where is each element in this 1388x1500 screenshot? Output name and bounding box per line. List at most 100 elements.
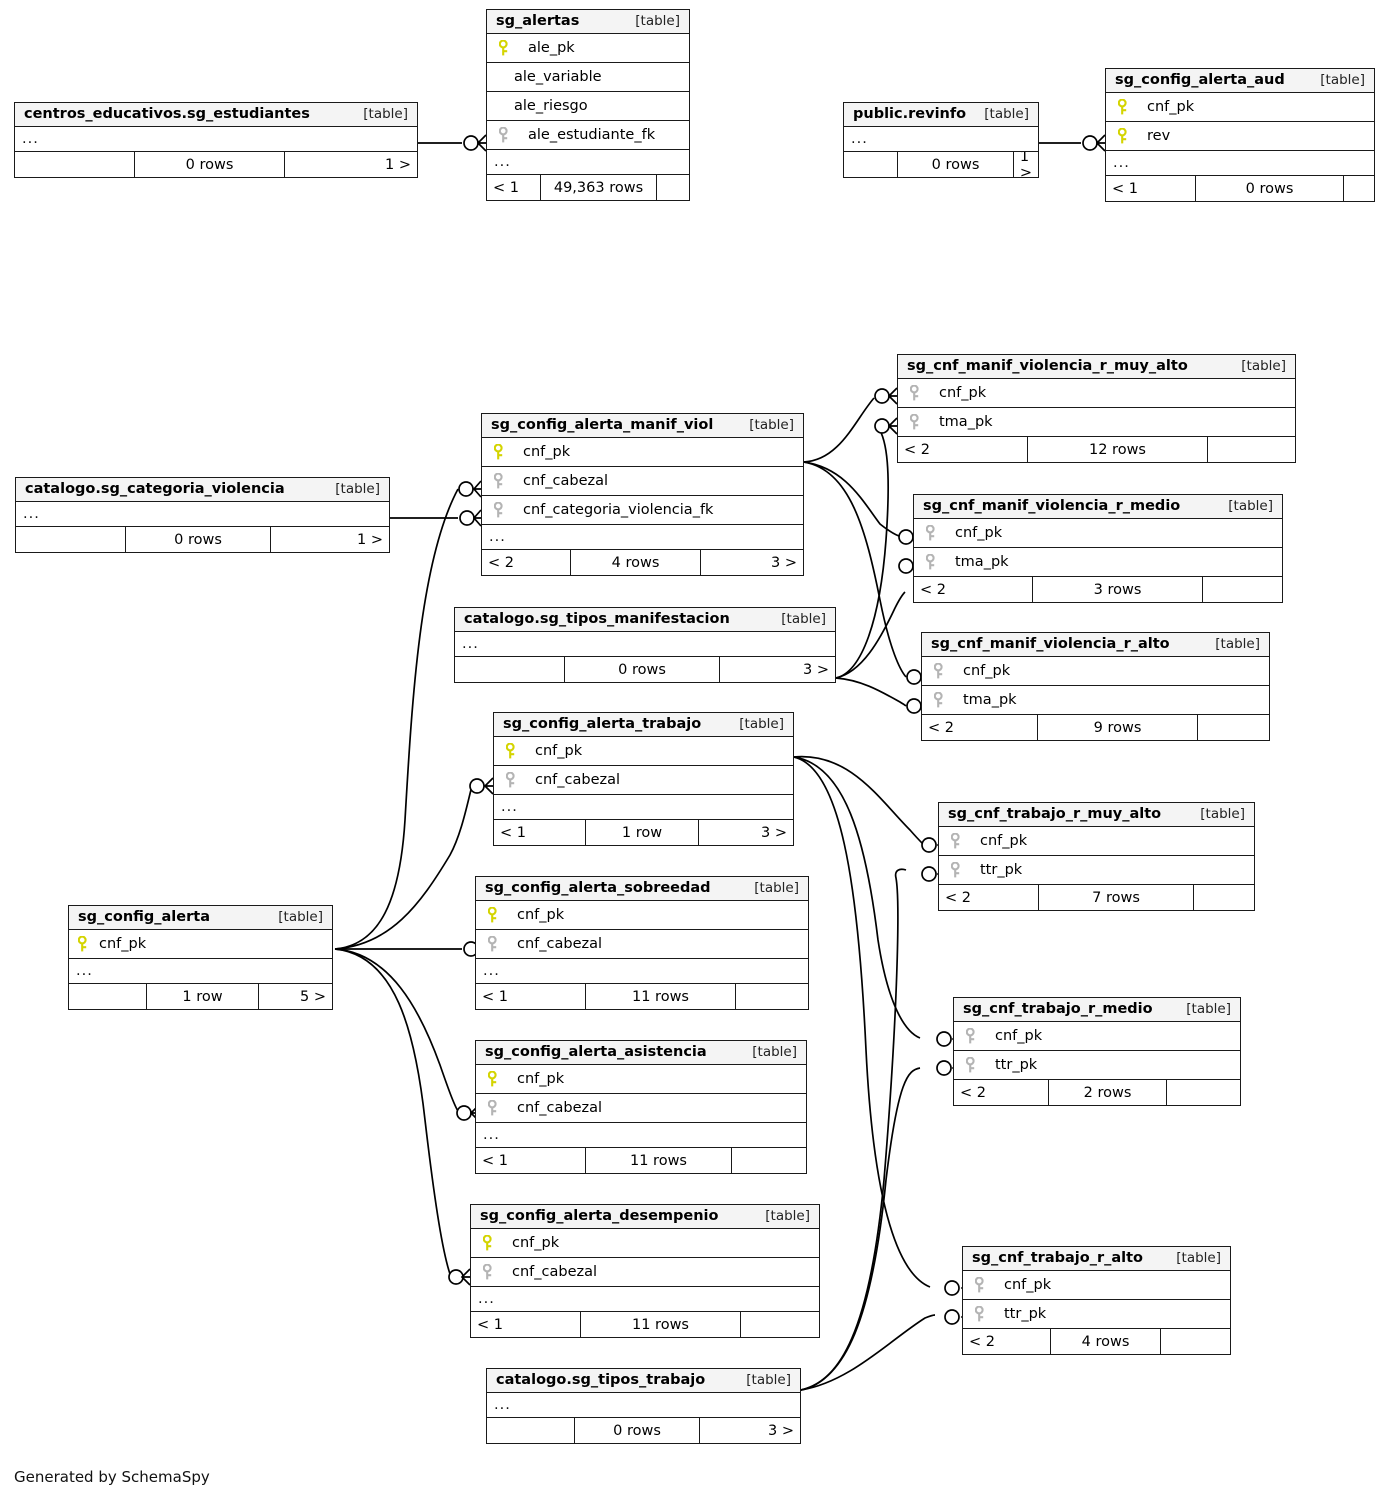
column-name: cnf_pk xyxy=(512,1235,560,1251)
table-type-tag: [table] xyxy=(1320,72,1365,88)
table-type-tag: [table] xyxy=(335,481,380,497)
key-icon-foreign xyxy=(929,691,949,709)
table-public-revinfo[interactable]: public.revinfo [table] ... 0 rows 1 > xyxy=(843,102,1039,178)
footer-row-count: 2 rows xyxy=(1049,1080,1167,1105)
key-icon-foreign xyxy=(961,1056,981,1074)
footer-parent-count: < 2 xyxy=(922,715,1038,740)
table-name: sg_cnf_trabajo_r_alto xyxy=(972,1250,1143,1266)
table-name: sg_config_alerta_asistencia xyxy=(485,1044,707,1060)
table-sg-config-alerta-sobreedad[interactable]: sg_config_alerta_sobreedad [table] cnf_p… xyxy=(475,876,809,1010)
table-footer: < 2 12 rows xyxy=(898,437,1295,462)
table-type-tag: [table] xyxy=(1215,636,1260,652)
table-sg-alertas[interactable]: sg_alertas [table] ale_pk ale_variable a… xyxy=(486,9,690,201)
column-name: ttr_pk xyxy=(980,862,1023,878)
table-footer: < 2 4 rows 3 > xyxy=(482,550,803,575)
table-footer: < 2 7 rows xyxy=(939,885,1254,910)
table-title-bar: sg_config_alerta_aud [table] xyxy=(1106,69,1374,93)
footer-child-count xyxy=(1194,885,1254,910)
column-name: cnf_pk xyxy=(535,743,583,759)
table-title-bar: public.revinfo [table] xyxy=(844,103,1038,127)
table-sg-cnf-manif-violencia-r-alto[interactable]: sg_cnf_manif_violencia_r_alto [table] cn… xyxy=(921,632,1270,741)
columns-ellipsis: ... xyxy=(471,1287,819,1312)
key-icon-foreign xyxy=(970,1305,990,1323)
table-sg-config-alerta-desempenio[interactable]: sg_config_alerta_desempenio [table] cnf_… xyxy=(470,1204,820,1338)
table-sg-config-alerta-asistencia[interactable]: sg_config_alerta_asistencia [table] cnf_… xyxy=(475,1040,807,1174)
column-row: cnf_pk xyxy=(69,930,332,959)
column-name: rev xyxy=(1147,128,1171,144)
table-sg-cnf-trabajo-r-medio[interactable]: sg_cnf_trabajo_r_medio [table] cnf_pk tt… xyxy=(953,997,1241,1106)
edge-config-alerta-to-manif-viol xyxy=(334,488,459,950)
table-sg-cnf-trabajo-r-muy-alto[interactable]: sg_cnf_trabajo_r_muy_alto [table] cnf_pk… xyxy=(938,802,1255,911)
column-name: cnf_cabezal xyxy=(517,936,603,952)
table-title-bar: sg_config_alerta_sobreedad [table] xyxy=(476,877,808,901)
footer-child-count xyxy=(741,1312,819,1337)
column-name: cnf_cabezal xyxy=(523,473,609,489)
table-type-tag: [table] xyxy=(278,909,323,925)
column-name: cnf_pk xyxy=(517,907,565,923)
column-name: cnf_pk xyxy=(523,444,571,460)
table-centros-educativos-sg-estudiantes[interactable]: centros_educativos.sg_estudiantes [table… xyxy=(14,102,418,178)
footer-parent-count xyxy=(69,984,147,1009)
table-catalogo-sg-tipos-manifestacion[interactable]: catalogo.sg_tipos_manifestacion [table] … xyxy=(454,607,836,683)
table-sg-config-alerta-manif-viol[interactable]: sg_config_alerta_manif_viol [table] cnf_… xyxy=(481,413,804,576)
table-name: sg_cnf_manif_violencia_r_muy_alto xyxy=(907,358,1188,374)
column-row: cnf_pk xyxy=(914,519,1282,548)
column-row: cnf_pk xyxy=(963,1271,1230,1300)
edge-trabajo-to-muy-alto xyxy=(793,755,924,845)
key-icon-primary xyxy=(494,39,514,57)
footer-row-count: 7 rows xyxy=(1039,885,1194,910)
table-footer: < 2 3 rows xyxy=(914,577,1282,602)
footer-child-count xyxy=(1167,1080,1240,1105)
table-sg-config-alerta-aud[interactable]: sg_config_alerta_aud [table] cnf_pk rev … xyxy=(1105,68,1375,202)
footer-row-count: 4 rows xyxy=(571,550,701,575)
footer-child-count xyxy=(657,175,689,200)
column-name: cnf_categoria_violencia_fk xyxy=(523,502,714,518)
table-catalogo-sg-tipos-trabajo[interactable]: catalogo.sg_tipos_trabajo [table] ... 0 … xyxy=(486,1368,801,1444)
table-title-bar: sg_cnf_trabajo_r_muy_alto [table] xyxy=(939,803,1254,827)
columns-ellipsis: ... xyxy=(455,632,835,657)
footer-parent-count: < 2 xyxy=(939,885,1039,910)
column-name: cnf_cabezal xyxy=(517,1100,603,1116)
table-name: sg_cnf_manif_violencia_r_medio xyxy=(923,498,1181,514)
key-icon-foreign xyxy=(929,662,949,680)
edge-tipos-trabajo-to-alto xyxy=(800,1314,936,1391)
table-title-bar: sg_cnf_trabajo_r_medio [table] xyxy=(954,998,1240,1022)
table-sg-config-alerta[interactable]: sg_config_alerta [table] cnf_pk ... 1 ro… xyxy=(68,905,333,1010)
footer-row-count: 0 rows xyxy=(575,1418,700,1443)
table-title-bar: sg_cnf_manif_violencia_r_medio [table] xyxy=(914,495,1282,519)
column-row: ale_pk xyxy=(487,34,689,63)
table-sg-cnf-manif-violencia-r-muy-alto[interactable]: sg_cnf_manif_violencia_r_muy_alto [table… xyxy=(897,354,1296,463)
table-title-bar: sg_cnf_manif_violencia_r_muy_alto [table… xyxy=(898,355,1295,379)
key-icon-foreign xyxy=(478,1263,498,1281)
table-catalogo-sg-categoria-violencia[interactable]: catalogo.sg_categoria_violencia [table] … xyxy=(15,477,390,553)
column-name: ale_riesgo xyxy=(514,98,588,114)
key-icon-primary xyxy=(73,935,93,953)
columns-ellipsis: ... xyxy=(69,959,332,984)
table-type-tag: [table] xyxy=(635,13,680,29)
column-name: cnf_pk xyxy=(939,385,987,401)
table-type-tag: [table] xyxy=(1186,1001,1231,1017)
footer-row-count: 0 rows xyxy=(1196,176,1344,201)
footer-row-count: 0 rows xyxy=(135,152,285,177)
column-row: ale_riesgo xyxy=(487,92,689,121)
table-sg-config-alerta-trabajo[interactable]: sg_config_alerta_trabajo [table] cnf_pk … xyxy=(493,712,794,846)
table-sg-cnf-trabajo-r-alto[interactable]: sg_cnf_trabajo_r_alto [table] cnf_pk ttr… xyxy=(962,1246,1231,1355)
table-sg-cnf-manif-violencia-r-medio[interactable]: sg_cnf_manif_violencia_r_medio [table] c… xyxy=(913,494,1283,603)
column-name: cnf_pk xyxy=(1004,1277,1052,1293)
table-name: sg_config_alerta_aud xyxy=(1115,72,1285,88)
column-row: cnf_pk xyxy=(954,1022,1240,1051)
table-type-tag: [table] xyxy=(765,1208,810,1224)
footer-child-count: 3 > xyxy=(761,824,787,841)
table-name: sg_config_alerta_trabajo xyxy=(503,716,702,732)
key-icon-primary xyxy=(478,1234,498,1252)
footer-parent-count xyxy=(487,1418,575,1443)
key-icon-foreign xyxy=(921,553,941,571)
key-icon-foreign xyxy=(970,1276,990,1294)
table-name: catalogo.sg_tipos_trabajo xyxy=(496,1372,706,1388)
key-icon-foreign xyxy=(483,935,503,953)
column-row: ttr_pk xyxy=(939,856,1254,885)
table-title-bar: catalogo.sg_categoria_violencia [table] xyxy=(16,478,389,502)
footer-row-count: 1 row xyxy=(147,984,259,1009)
column-name: tma_pk xyxy=(955,554,1009,570)
column-name: ttr_pk xyxy=(995,1057,1038,1073)
